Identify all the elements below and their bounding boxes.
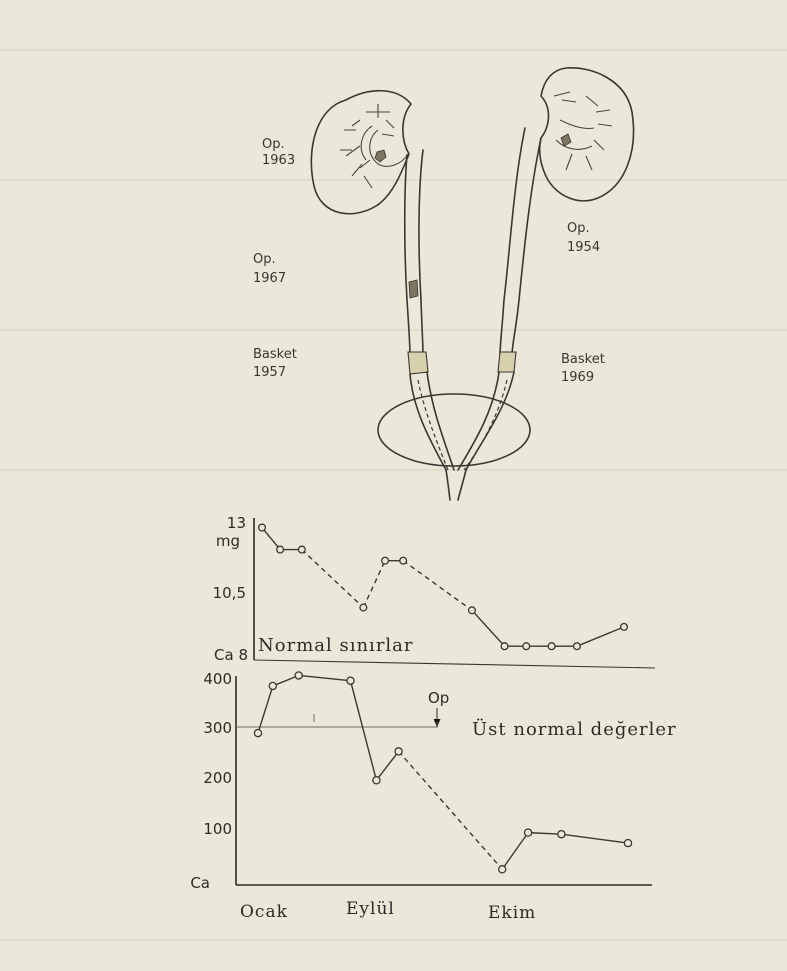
bottom-chart-y-tick-400: 400	[203, 670, 232, 688]
serum-data-point-11	[574, 643, 581, 650]
bottom-chart-y-tick-100: 100	[203, 820, 232, 838]
urinary-data-point-9	[558, 831, 565, 838]
serum-data-point-6	[400, 557, 407, 564]
urinary-data-point-3	[295, 672, 302, 679]
serum-data-point-12	[621, 623, 628, 630]
serum-data-point-10	[548, 643, 555, 650]
left-ureter-stone	[409, 280, 418, 298]
top-chart-y-label-top: 13	[227, 514, 246, 532]
urinary-data-point-4	[347, 677, 354, 684]
top-chart-y-label-bottom: Ca 8	[214, 646, 248, 664]
month-label-ekim: Ekim	[488, 903, 536, 923]
annotation-op-1967-line1: Op.	[253, 252, 276, 267]
urinary-data-point-6	[395, 748, 402, 755]
serum-data-point-9	[523, 643, 530, 650]
bottom-chart-y-label-bottom: Ca	[190, 874, 210, 892]
top-chart-y-tick-10-5: 10,5	[213, 584, 246, 602]
bottom-chart-y-tick-200: 200	[203, 769, 232, 787]
urinary-data-point-5	[373, 777, 380, 784]
bottom-chart-upper-normal-label: Üst normal değerler	[472, 717, 677, 740]
urinary-data-point-7	[499, 866, 506, 873]
month-label-ocak: Ocak	[240, 902, 288, 922]
annotation-basket-1969-line1: Basket	[561, 352, 605, 367]
urinary-data-point-1	[254, 729, 261, 736]
urinary-data-point-10	[624, 839, 631, 846]
bottom-chart-y-tick-300: 300	[203, 719, 232, 737]
annotation-basket-1957-line1: Basket	[253, 347, 297, 362]
annotation-op-1954-line1: Op.	[567, 221, 590, 236]
serum-data-point-7	[469, 607, 476, 614]
annotation-op-1963-line2: 1963	[262, 153, 295, 168]
annotation-op-1954-line2: 1954	[567, 240, 600, 255]
serum-data-point-2	[277, 546, 284, 553]
urinary-data-point-8	[525, 829, 532, 836]
serum-data-point-8	[501, 643, 508, 650]
annotation-basket-1957-line2: 1957	[253, 365, 286, 380]
annotation-op-1967-line2: 1967	[253, 271, 286, 286]
serum-data-point-3	[298, 546, 305, 553]
right-basket	[498, 352, 516, 372]
annotation-basket-1969-line2: 1969	[561, 370, 594, 385]
annotation-op-1963-line1: Op.	[262, 137, 285, 152]
serum-data-point-4	[360, 604, 367, 611]
op-marker-label: Op	[428, 689, 449, 707]
serum-data-point-1	[259, 524, 266, 531]
serum-data-point-5	[382, 557, 389, 564]
top-chart-normal-limit-label: Normal sınırlar	[258, 635, 414, 656]
left-basket	[408, 352, 428, 374]
month-label-eylul: Eylül	[346, 899, 395, 919]
urinary-data-point-2	[269, 682, 276, 689]
top-chart-y-unit: mg	[216, 532, 240, 550]
